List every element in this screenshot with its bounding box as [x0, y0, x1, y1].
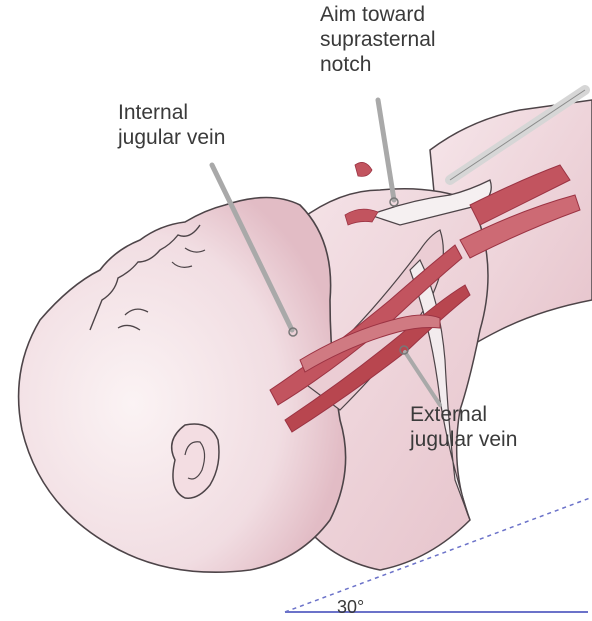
label-ijv-line2: jugular vein — [118, 125, 225, 150]
label-ijv-line1: Internal — [118, 100, 225, 125]
label-aim-suprasternal-notch: Aim toward suprasternal notch — [320, 2, 436, 77]
label-external-jugular-vein: External jugular vein — [410, 402, 517, 452]
label-internal-jugular-vein: Internal jugular vein — [118, 100, 225, 150]
label-aim-line2: suprasternal — [320, 27, 436, 52]
needle-suprasternal — [378, 100, 394, 200]
label-aim-line1: Aim toward — [320, 2, 436, 27]
label-angle: 30° — [337, 597, 364, 617]
label-ejv-line1: External — [410, 402, 517, 427]
label-aim-line3: notch — [320, 52, 436, 77]
label-ejv-line2: jugular vein — [410, 427, 517, 452]
label-angle-value: 30° — [337, 597, 364, 617]
